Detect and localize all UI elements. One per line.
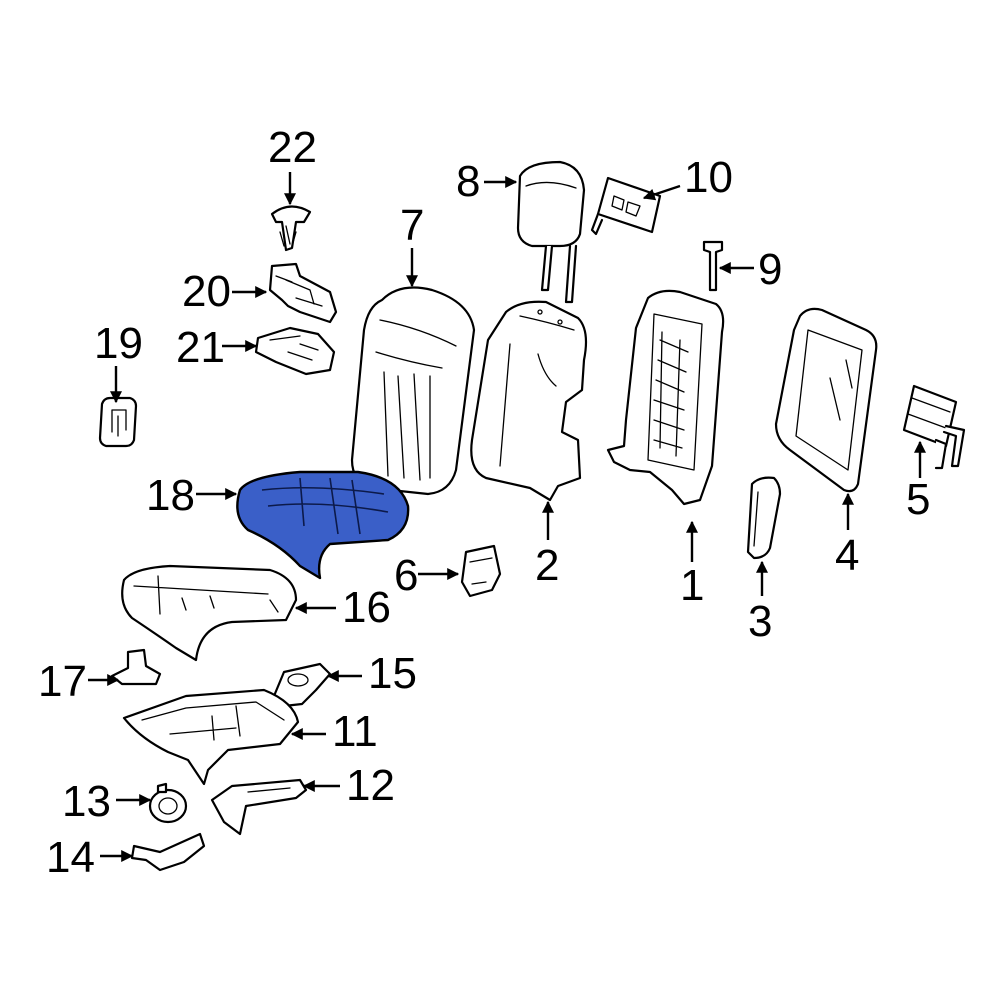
- callout-12: 12: [346, 761, 395, 810]
- callout-11: 11: [332, 707, 378, 756]
- callout-5: 5: [906, 475, 930, 524]
- callout-21: 21: [176, 323, 225, 372]
- callout-16: 16: [342, 583, 391, 632]
- callout-4: 4: [835, 531, 859, 580]
- part-8-headrest: [516, 160, 586, 304]
- callout-18: 18: [146, 471, 195, 520]
- part-1-frame: [606, 289, 725, 506]
- part-9-guide: [702, 240, 724, 292]
- part-3-side-trim: [746, 476, 782, 560]
- callout-22: 22: [268, 123, 317, 172]
- callout-3: 3: [748, 597, 772, 646]
- callout-14: 14: [46, 833, 95, 882]
- callout-20: 20: [182, 267, 231, 316]
- part-16-seat-pad: [121, 564, 298, 662]
- callout-19: 19: [94, 319, 143, 368]
- part-2-backrest-pad: [470, 300, 588, 502]
- callout-10: 10: [684, 153, 733, 202]
- part-12-trim-panel: [210, 778, 308, 836]
- part-22-clip: [270, 205, 312, 252]
- callout-2: 2: [535, 541, 559, 590]
- part-21-cover: [254, 326, 336, 376]
- callout-17: 17: [38, 657, 87, 706]
- callout-1: 1: [680, 561, 704, 610]
- callout-6: 6: [394, 551, 418, 600]
- part-14-bracket: [130, 832, 206, 872]
- part-6-control-unit: [460, 544, 502, 598]
- part-20-bracket: [268, 262, 338, 324]
- callout-9: 9: [758, 245, 782, 294]
- part-11-seat-frame: [122, 688, 300, 786]
- part-4-back-panel: [774, 307, 878, 493]
- callout-7: 7: [400, 201, 424, 250]
- part-19-switch: [98, 396, 138, 448]
- part-5-lumbar: [902, 384, 966, 470]
- part-7-backrest-cover: [350, 286, 476, 496]
- callout-8: 8: [456, 157, 480, 206]
- part-17-bracket: [110, 648, 162, 686]
- part-13-knob: [148, 782, 188, 824]
- part-10-module: [590, 176, 662, 236]
- callout-labels: 1 2 3 4 5 6 7 8 9 10 11 12 13 14 15 16 1…: [38, 123, 930, 882]
- leader-lines: [88, 172, 926, 862]
- part-18-seat-cushion: [236, 470, 410, 580]
- callout-13: 13: [62, 777, 111, 826]
- callout-15: 15: [368, 649, 417, 698]
